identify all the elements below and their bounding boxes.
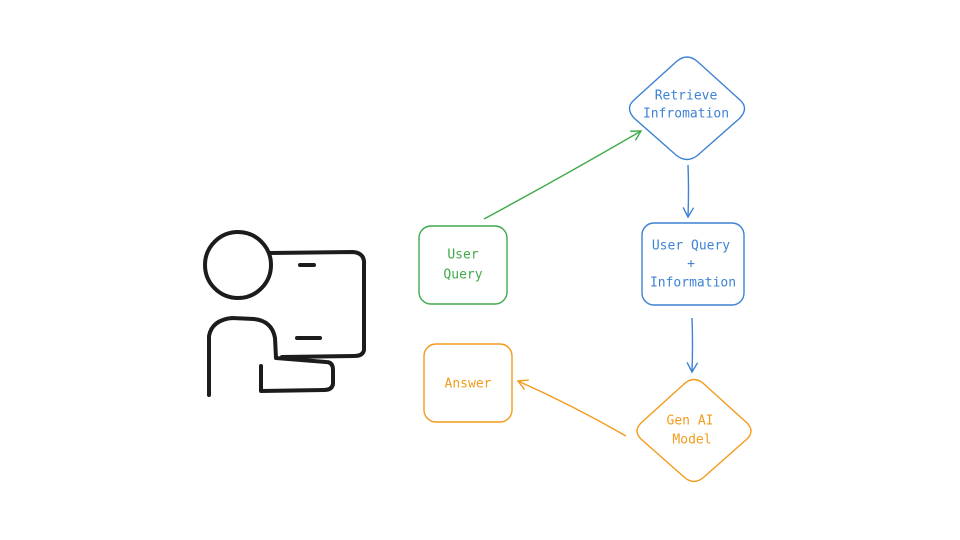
genai-label-line1: Gen AI <box>667 414 714 429</box>
gen-ai-model-node: Gen AI Model <box>636 378 752 483</box>
monitor-icon <box>268 250 367 359</box>
user-query-label-line1: User <box>447 248 478 263</box>
combined-label-line1: User Query <box>652 239 730 254</box>
user-query-label-line2: Query <box>443 268 482 283</box>
combined-label-line3: Information <box>650 276 736 291</box>
person-at-computer-icon <box>203 230 367 397</box>
retrieve-information-node: Retrieve Infromation <box>628 56 746 161</box>
arrow-genai-to-answer <box>516 379 627 437</box>
arrow-combined-to-genai <box>686 317 699 374</box>
genai-label-line2: Model <box>672 433 711 448</box>
retrieve-label-line1: Retrieve <box>655 89 718 104</box>
arrow-query-to-retrieve <box>483 130 643 220</box>
user-query-node: User Query <box>418 225 508 305</box>
answer-node: Answer <box>423 343 513 423</box>
arrow-retrieve-to-combined <box>682 164 695 219</box>
query-plus-information-node: User Query + Information <box>641 222 745 306</box>
retrieve-label-line2: Infromation <box>643 107 729 122</box>
answer-label: Answer <box>445 377 492 392</box>
combined-label-line2: + <box>687 257 695 272</box>
head-icon <box>203 230 273 300</box>
